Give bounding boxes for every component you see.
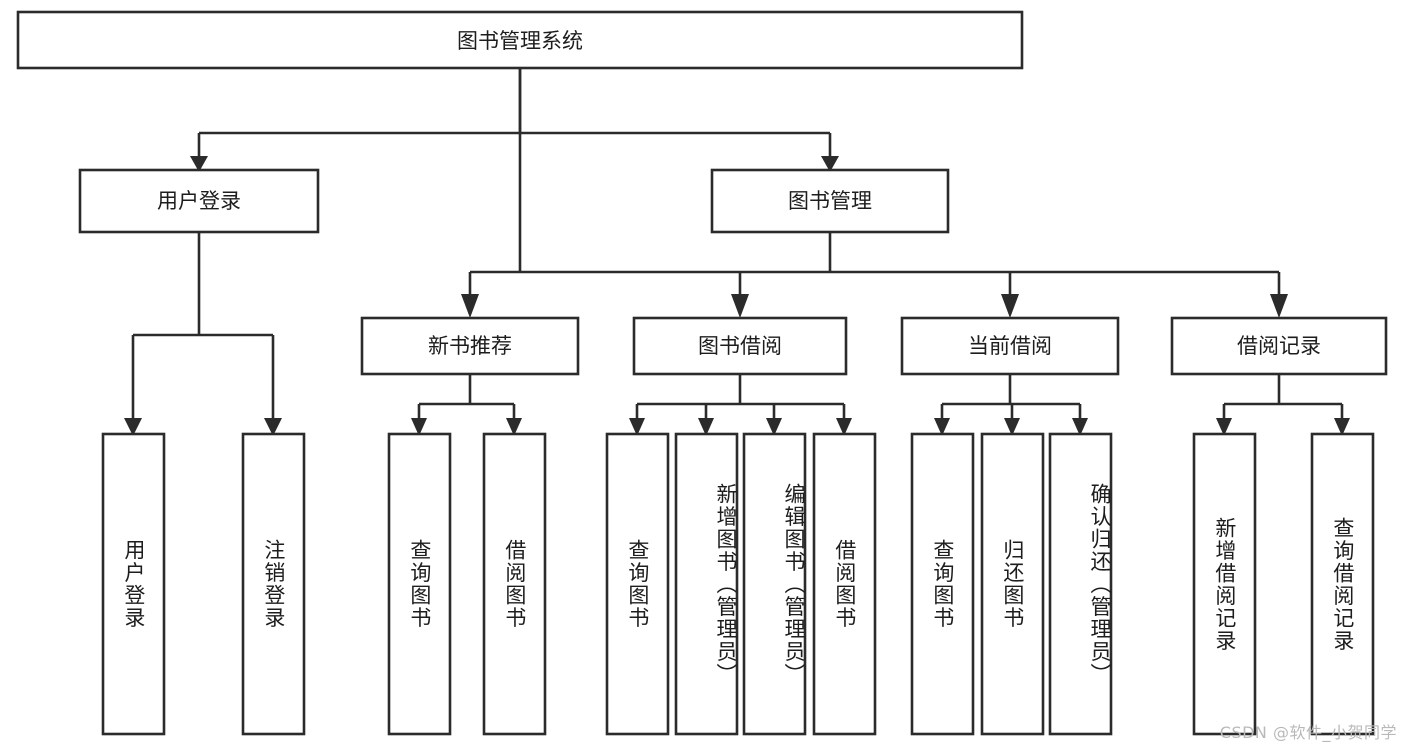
node-label-leaf-03: 查询图书 [407,539,432,629]
node-leaf-11[interactable] [1048,432,1113,736]
arrow-head-book-manage [821,156,839,172]
node-label-borrow-record: 借阅记录 [1237,334,1321,358]
node-leaf-07[interactable] [742,432,807,736]
node-leaf-09[interactable] [910,432,975,736]
connector-group [124,68,1350,436]
node-label-leaf-09: 查询图书 [930,539,955,629]
arrow-head-borrow-record [1270,294,1288,318]
node-leaf-04[interactable] [482,432,547,736]
node-label-leaf-12: 新增借阅记录 [1212,516,1237,652]
node-label-leaf-02: 注销登录 [261,539,286,629]
arrow-head-leaf-01 [124,418,142,436]
arrow-head-book-borrow [731,294,749,318]
node-leaf-05[interactable] [605,432,670,736]
node-label-leaf-05: 查询图书 [625,539,650,629]
node-label-group: 图书管理系统 用户登录 图书管理 新书推荐 图书借阅 当前借阅 借阅记录 [157,29,1321,358]
node-label-leaf-06: 新增图书（管理员） [714,482,738,686]
node-label-leaf-07: 编辑图书（管理员） [782,482,806,686]
node-label-current-borrow: 当前借阅 [968,334,1052,358]
node-label-book-borrow: 图书借阅 [698,334,782,358]
arrow-head-leaf-10 [1004,418,1020,436]
node-label-leaf-11: 确认归还（管理员） [1088,482,1112,686]
node-label-root: 图书管理系统 [457,29,583,53]
node-label-user-login: 用户登录 [157,189,241,213]
arrow-head-leaf-04 [506,418,522,436]
arrow-head-leaf-09 [934,418,950,436]
node-label-book-manage: 图书管理 [788,189,872,213]
node-leaf-01[interactable] [101,432,166,736]
arrow-head-leaf-12 [1216,418,1232,436]
arrow-head-leaf-13 [1334,418,1350,436]
arrow-head-current-borrow [1001,294,1019,318]
node-root[interactable] [16,10,1024,70]
node-new-book-rec[interactable] [360,316,580,376]
arrow-head-leaf-05 [629,418,645,436]
node-leaf-10[interactable] [980,432,1045,736]
node-leaf-08[interactable] [812,432,877,736]
arrow-head-leaf-07 [766,418,782,436]
node-label-leaf-01: 用户登录 [121,539,146,629]
node-leaf-12[interactable] [1192,432,1257,736]
node-book-manage[interactable] [710,168,950,234]
node-leaf-03[interactable] [387,432,452,736]
node-user-login[interactable] [78,168,320,234]
arrow-head-leaf-08 [836,418,852,436]
node-label-new-book-rec: 新书推荐 [428,334,512,358]
node-label-leaf-04: 借阅图书 [502,539,527,629]
node-box-group [16,10,1388,736]
node-label-leaf-08: 借阅图书 [832,539,857,629]
node-leaf-06[interactable] [674,432,739,736]
node-label-leaf-13: 查询借阅记录 [1330,516,1355,652]
arrow-head-leaf-03 [411,418,427,436]
node-book-borrow[interactable] [632,316,848,376]
arrow-head-user-login [190,156,208,172]
node-leaf-13[interactable] [1310,432,1375,736]
node-leaf-02[interactable] [241,432,306,736]
node-label-leaf-10: 归还图书 [1000,539,1025,629]
node-borrow-record[interactable] [1170,316,1388,376]
watermark-text: CSDN @软件_小贺同学 [1219,723,1397,742]
arrow-head-new-book-rec [461,294,479,318]
arrow-head-leaf-02 [264,418,282,436]
arrow-head-leaf-11 [1072,418,1088,436]
node-current-borrow[interactable] [900,316,1120,376]
arrow-head-leaf-06 [698,418,714,436]
